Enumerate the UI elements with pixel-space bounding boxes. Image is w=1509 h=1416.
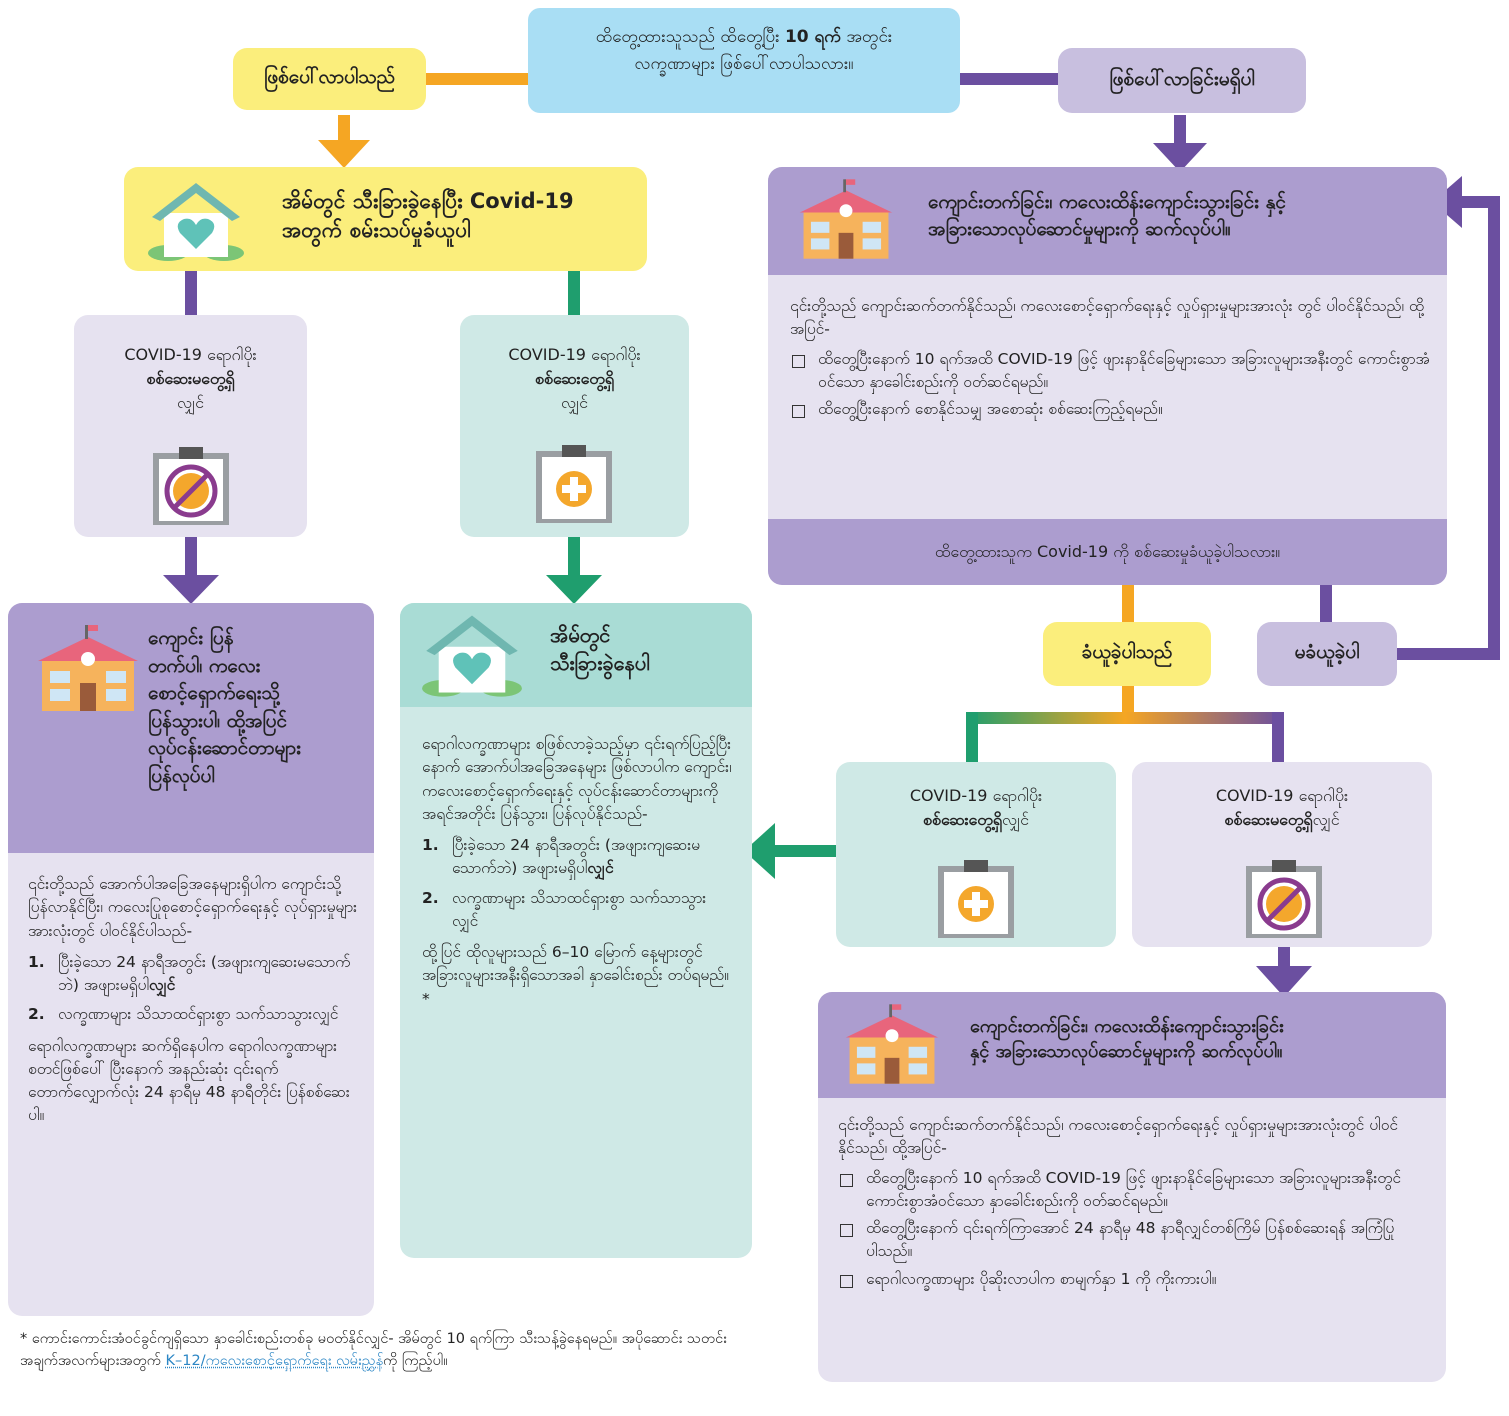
quarantine-title-line1: အိမ်တွင် သီးခြားခွဲနေပြီး Covid-19 — [282, 189, 574, 213]
neg-left-line2: စစ်ဆေးမတွေ့ရှိ — [146, 369, 235, 388]
arrow-down-icon — [1256, 966, 1312, 997]
pos-left-line3: လျှင် — [560, 393, 589, 412]
neg-right-line2a: စစ်ဆေးမတွေ့ရှိ — [1224, 810, 1313, 829]
return-item-1: 1.ပြီးခဲ့သော 24 နာရီအတွင်း (အဖျားကျဆေးမသ… — [28, 952, 351, 994]
arrow-left-icon — [744, 823, 775, 879]
pos-left-line2: စစ်ဆေးတွေ့ရှိ — [534, 369, 615, 388]
isolate-note: ထို့ပြင် ထိုလူများသည် 6–10 မြောက် နေ့မျာ… — [422, 943, 729, 1008]
pos-right-line2a: စစ်ဆေးတွေ့ရှိ — [922, 810, 1002, 829]
continue-bottom-bullet-1: ထိတွေ့ပြီးနောက် 10 ရက်အထိ COVID-19 ဖြင့်… — [838, 1167, 1430, 1214]
negative-result-box-left: COVID-19 ရောဂါပိုး စစ်ဆေးမတွေ့ရှိ လျှင် — [74, 315, 307, 537]
tested-question-bar: ထိတွေ့ထားသူက Covid-19 ကို စစ်ဆေးမှုခံယူခ… — [768, 519, 1447, 585]
school-building-icon — [38, 625, 138, 711]
isolate-item-1: 1.ပြီးခဲ့သော 24 နာရီအတွင်း (အဖျားကျဆေးမသ… — [422, 836, 701, 878]
continue-activities-card-bottom: ကျောင်းတက်ခြင်း၊ ကလေးထိန်းကျောင်းသွားခြင… — [818, 992, 1446, 1382]
arrow-down-icon — [163, 575, 219, 604]
no-connector — [960, 73, 1060, 85]
arrow-down-icon — [318, 140, 370, 168]
isolate-item-2: 2.လက္ခဏာများ သိသာထင်ရှားစွာ သက်သာသွားလျှ… — [422, 888, 707, 930]
arrow-down-icon — [546, 575, 602, 604]
house-heart-icon — [148, 183, 244, 261]
negative-test-clipboard-icon — [1246, 860, 1322, 938]
quarantine-test-box: အိမ်တွင် သီးခြားခွဲနေပြီး Covid-19 အတွက်… — [124, 167, 647, 271]
positive-test-clipboard-icon — [938, 860, 1014, 938]
positive-test-clipboard-icon — [536, 445, 612, 523]
return-title-line2: တက်ပါ၊ ကလေး — [148, 654, 261, 677]
arrow-left-icon — [1432, 176, 1462, 228]
pos-right-line1: COVID-19 ရောဂါပိုး — [909, 786, 1043, 805]
continue-bottom-bullet-3: ရောဂါလက္ခဏာများ ပိုဆိုးလာပါက စာမျက်နှာ 1… — [838, 1268, 1430, 1291]
guidance-link[interactable]: K–12/ကလေးစောင့်ရှောက်ရေး လမ်းညွှန် — [165, 1353, 384, 1370]
continue-top-intro: ၎င်းတို့သည် ကျောင်းဆက်တက်နိုင်သည်၊ ကလေးစ… — [790, 297, 1424, 339]
continue-bottom-title-line1: ကျောင်းတက်ခြင်း၊ ကလေးထိန်းကျောင်းသွားခြင… — [970, 1016, 1284, 1037]
isolate-intro: ရောဂါလက္ခဏာများ စဖြစ်လာခဲ့သည့်မှာ ၎င်းရက… — [422, 735, 732, 823]
pos-right-line2b: လျှင် — [1002, 810, 1030, 829]
negative-test-clipboard-icon — [153, 447, 229, 525]
return-title-line3: စောင့်ရှောက်ရေးသို့ — [148, 682, 280, 705]
no-symptoms-pill: ဖြစ်ပေါ်လာခြင်းမရှိပါ — [1058, 48, 1306, 113]
continue-top-bullet-2: ထိတွေ့ပြီးနောက် စောနိုင်သမျှ အစောဆုံး စစ… — [790, 398, 1430, 421]
return-title-line5: လုပ်ငန်းဆောင်တာများ — [148, 737, 301, 760]
neg-right-line1: COVID-19 ရောဂါပိုး — [1215, 786, 1349, 805]
continue-bottom-intro: ၎င်းတို့သည် ကျောင်းဆက်တက်နိုင်သည်၊ ကလေးစ… — [838, 1116, 1399, 1158]
footnote: * ကောင်းကောင်းအံဝင်ခွင်ကျရှိသော နှာခေါင်… — [20, 1328, 740, 1373]
school-building-icon — [845, 1004, 939, 1084]
yes-symptoms-pill: ဖြစ်ပေါ်လာပါသည် — [233, 48, 426, 110]
positive-result-box-left: COVID-19 ရောဂါပိုး စစ်ဆေးတွေ့ရှိ လျှင် — [460, 315, 689, 537]
neg-left-line3: လျှင် — [176, 393, 205, 412]
continue-bottom-title-line2: နှင့် အခြားသောလုပ်ဆောင်မှုများကို ဆက်လုပ… — [970, 1041, 1283, 1063]
continue-activities-card-top: ကျောင်းတက်ခြင်း၊ ကလေးထိန်းကျောင်းသွားခြင… — [768, 167, 1447, 585]
house-heart-icon — [422, 615, 522, 697]
neg-right-line2b: လျှင် — [1312, 810, 1340, 829]
yes-connector — [425, 73, 530, 85]
question-text-line2: လက္ခဏာများ ဖြစ်ပေါ်လာပါသလား။ — [634, 54, 854, 75]
top-question-box: ထိတွေ့ထားသူသည် ထိတွေ့ပြီး 10 ရက် အတွင်း … — [528, 8, 960, 113]
isolate-title-line1: အိမ်တွင် — [550, 623, 611, 647]
isolate-at-home-card: အိမ်တွင် သီးခြားခွဲနေပါ ရောဂါလက္ခဏာများ … — [400, 603, 752, 1258]
continue-bottom-bullet-2: ထိတွေ့ပြီးနောက် ၎င်းရက်ကြာအောင် 24 နာရီမ… — [838, 1217, 1430, 1264]
question-text-c: အတွင်း — [846, 27, 893, 47]
school-building-icon — [799, 179, 893, 259]
arrow-down-icon — [1153, 143, 1207, 172]
neg-left-line1: COVID-19 ရောဂါပိုး — [124, 345, 257, 364]
tested-yes-pill: ခံယူခဲ့ပါသည် — [1043, 622, 1211, 686]
quarantine-title-line2: အတွက် စမ်းသပ်မှုခံယူပါ — [282, 218, 471, 243]
footnote-text: * ကောင်းကောင်းအံဝင်ခွင်ကျရှိသော နှာခေါင်… — [20, 1331, 727, 1370]
continue-top-title-line1: ကျောင်းတက်ခြင်း၊ ကလေးထိန်းကျောင်းသွားခြင… — [928, 191, 1286, 213]
return-note: ရောဂါလက္ခဏာများ ဆက်ရှိနေပါက ရောဂါလက္ခဏာမ… — [28, 1036, 350, 1125]
negative-result-box-right: COVID-19 ရောဂါပိုး စစ်ဆေးမတွေ့ရှိလျှင် — [1132, 762, 1432, 947]
question-days: 10 ရက် — [784, 27, 841, 47]
tested-no-pill: မခံယူခဲ့ပါ — [1257, 622, 1397, 686]
return-to-school-card: ကျောင်း ပြန် တက်ပါ၊ ကလေး စောင့်ရှောက်ရေး… — [8, 603, 374, 1316]
return-intro: ၎င်းတို့သည် အောက်ပါအခြေအနေများရှိပါက ကျေ… — [28, 875, 358, 940]
return-title-line4: ပြန်သွားပါ၊ ထို့အပြင် — [148, 709, 287, 732]
footnote-tail: ကို ကြည့်ပါ။ — [383, 1353, 448, 1370]
pos-left-line1: COVID-19 ရောဂါပိုး — [508, 345, 641, 364]
continue-top-title-line2: အခြားသောလုပ်ဆောင်မှုများကို ဆက်လုပ်ပါ။ — [928, 217, 1231, 240]
positive-result-box-right: COVID-19 ရောဂါပိုး စစ်ဆေးတွေ့ရှိလျှင် — [836, 762, 1116, 947]
return-title-line6: ပြန်လုပ်ပါ — [148, 764, 215, 787]
question-text-a: ထိတွေ့ထားသူသည် ထိတွေ့ပြီး — [595, 27, 780, 47]
isolate-title-line2: သီးခြားခွဲနေပါ — [550, 651, 650, 675]
return-item-2: 2.လက္ခဏာများ သိသာထင်ရှားစွာ သက်သာသွားလျှ… — [28, 1005, 339, 1024]
return-title-line1: ကျောင်း ပြန် — [148, 627, 234, 649]
continue-top-bullet-1: ထိတွေ့ပြီးနောက် 10 ရက်အထိ COVID-19 ဖြင့်… — [790, 348, 1430, 395]
